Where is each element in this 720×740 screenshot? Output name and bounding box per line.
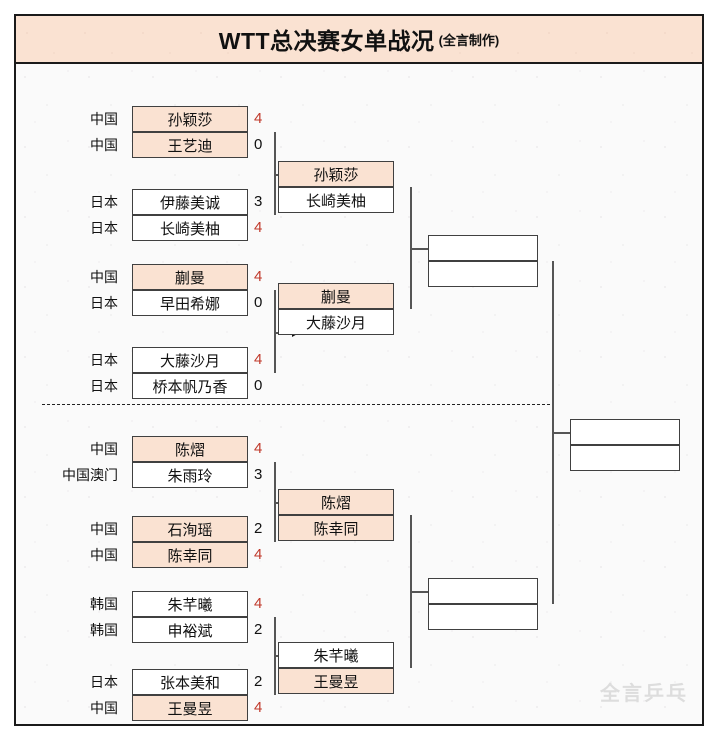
player-slot[interactable]: 朱芊曦 xyxy=(132,591,248,617)
watermark: 全言乒乓 xyxy=(600,683,688,705)
player-slot[interactable]: 孙颖莎 xyxy=(278,161,394,187)
player-slot[interactable]: 长崎美柚 xyxy=(132,215,248,241)
player-slot[interactable]: 陈幸同 xyxy=(132,542,248,568)
page-subtitle: (全言制作) xyxy=(438,32,500,48)
connector-line xyxy=(410,591,430,593)
score-label: 2 xyxy=(254,673,263,690)
player-slot[interactable]: 大藤沙月 xyxy=(132,347,248,373)
player-slot[interactable]: 王曼昱 xyxy=(278,668,394,694)
country-label: 日本 xyxy=(90,352,118,368)
score-label: 4 xyxy=(254,268,263,285)
player-slot[interactable]: 申裕斌 xyxy=(132,617,248,643)
player-slot[interactable]: 石洵瑶 xyxy=(132,516,248,542)
country-label: 日本 xyxy=(90,295,118,311)
player-slot[interactable]: 陈熠 xyxy=(132,436,248,462)
player-slot[interactable]: 陈幸同 xyxy=(278,515,394,541)
score-label: 2 xyxy=(254,621,263,638)
score-label: 0 xyxy=(254,136,263,153)
score-label: 3 xyxy=(254,466,263,483)
country-label: 日本 xyxy=(90,378,118,394)
player-slot[interactable]: 王曼昱 xyxy=(132,695,248,721)
country-label: 日本 xyxy=(90,674,118,690)
score-label: 3 xyxy=(254,193,263,210)
score-label: 4 xyxy=(254,546,263,563)
connector-line xyxy=(274,290,276,373)
player-slot[interactable]: 王艺迪 xyxy=(132,132,248,158)
player-slot[interactable]: 蒯曼 xyxy=(278,283,394,309)
country-label: 中国 xyxy=(90,700,118,716)
score-label: 0 xyxy=(254,294,263,311)
player-slot[interactable]: 大藤沙月 xyxy=(278,309,394,335)
player-slot[interactable]: 孙颖莎 xyxy=(132,106,248,132)
bracket-frame: WTT总决赛女单战况 (全言制作) 中国 孙颖莎 4 中国 王艺迪 0 日本 伊… xyxy=(14,14,704,726)
player-slot[interactable]: 伊藤美诚 xyxy=(132,189,248,215)
player-slot[interactable] xyxy=(428,235,538,261)
player-slot[interactable] xyxy=(570,419,680,445)
country-label: 中国 xyxy=(90,521,118,537)
score-label: 4 xyxy=(254,110,263,127)
score-label: 4 xyxy=(254,699,263,716)
bracket-board: 中国 孙颖莎 4 中国 王艺迪 0 日本 伊藤美诚 3 日本 长崎美柚 4 孙颖… xyxy=(16,64,702,724)
player-slot[interactable] xyxy=(428,261,538,287)
player-slot[interactable]: 桥本帆乃香 xyxy=(132,373,248,399)
title-bar: WTT总决赛女单战况 (全言制作) xyxy=(16,16,702,64)
player-slot[interactable] xyxy=(428,578,538,604)
player-slot[interactable]: 长崎美柚 xyxy=(278,187,394,213)
score-label: 2 xyxy=(254,520,263,537)
country-label: 中国 xyxy=(90,441,118,457)
country-label: 中国 xyxy=(90,111,118,127)
connector-line xyxy=(274,132,276,215)
score-label: 4 xyxy=(254,440,263,457)
player-slot[interactable]: 朱雨玲 xyxy=(132,462,248,488)
connector-line xyxy=(410,248,430,250)
score-label: 4 xyxy=(254,351,263,368)
score-label: 4 xyxy=(254,219,263,236)
score-label: 4 xyxy=(254,595,263,612)
score-label: 0 xyxy=(254,377,263,394)
connector-line xyxy=(552,432,572,434)
country-label: 中国 xyxy=(90,137,118,153)
country-label: 中国 xyxy=(90,547,118,563)
player-slot[interactable] xyxy=(570,445,680,471)
country-label: 日本 xyxy=(90,194,118,210)
player-slot[interactable]: 陈熠 xyxy=(278,489,394,515)
country-label: 韩国 xyxy=(90,622,118,638)
player-slot[interactable]: 张本美和 xyxy=(132,669,248,695)
country-label: 韩国 xyxy=(90,596,118,612)
half-divider xyxy=(42,404,550,405)
player-slot[interactable]: 蒯曼 xyxy=(132,264,248,290)
page-title: WTT总决赛女单战况 xyxy=(218,28,435,54)
country-label: 中国澳门 xyxy=(62,467,118,483)
player-slot[interactable] xyxy=(428,604,538,630)
country-label: 日本 xyxy=(90,220,118,236)
player-slot[interactable]: 朱芊曦 xyxy=(278,642,394,668)
country-label: 中国 xyxy=(90,269,118,285)
player-slot[interactable]: 早田希娜 xyxy=(132,290,248,316)
